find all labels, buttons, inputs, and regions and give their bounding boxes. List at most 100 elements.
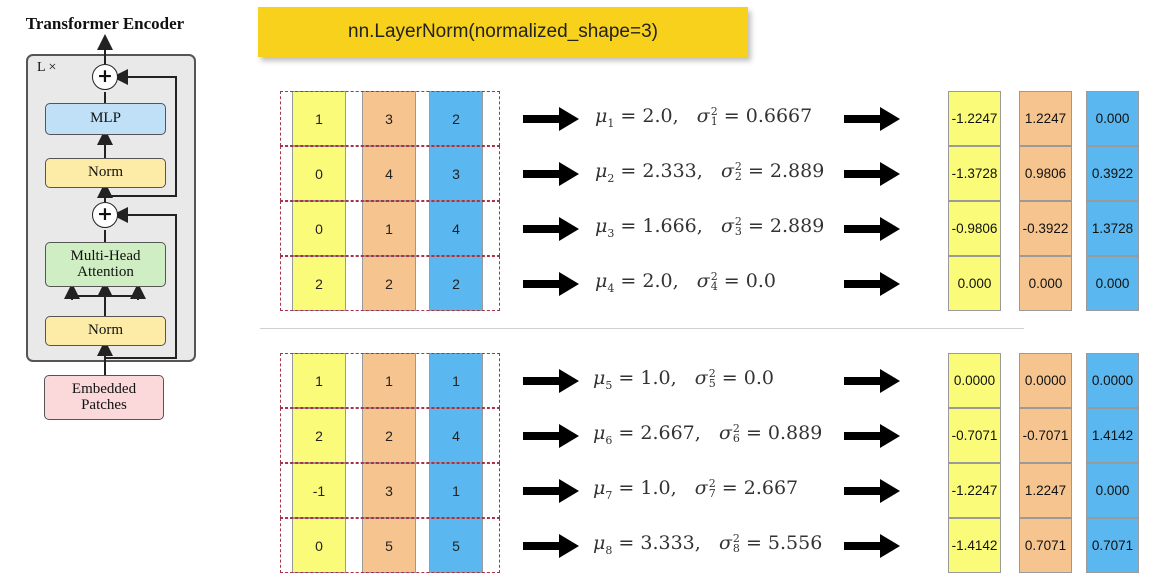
input-cell: 4 bbox=[429, 201, 483, 256]
right-arrow-icon bbox=[842, 423, 902, 454]
input-row-outline bbox=[280, 353, 500, 408]
right-arrow-icon bbox=[521, 106, 581, 137]
mean-value: 1.0 bbox=[640, 367, 671, 389]
output-cell: 0.000 bbox=[1086, 91, 1139, 146]
mean-index: 4 bbox=[607, 281, 615, 295]
mean-index: 8 bbox=[605, 543, 613, 557]
mean-symbol: μ bbox=[595, 105, 608, 127]
encoder-title: Transformer Encoder bbox=[25, 14, 185, 33]
mean-symbol: μ bbox=[595, 160, 608, 182]
encoder-connections bbox=[64, 34, 177, 375]
output-cell: 0.000 bbox=[1086, 256, 1139, 311]
output-cell: -0.9806 bbox=[948, 201, 1001, 256]
input-cell: 1 bbox=[292, 353, 346, 408]
variance-index: 1 bbox=[710, 115, 718, 128]
output-cell: 0.7071 bbox=[1019, 518, 1072, 573]
variance-index: 4 bbox=[710, 280, 718, 293]
variance-index: 8 bbox=[732, 542, 740, 555]
plus-circle-icon: + bbox=[92, 202, 118, 228]
input-cell: 2 bbox=[292, 408, 346, 463]
output-cell: 0.9806 bbox=[1019, 146, 1072, 201]
right-arrow-icon bbox=[521, 478, 581, 509]
input-row-outline bbox=[280, 146, 500, 201]
layernorm-code-banner: nn.LayerNorm(normalized_shape=3) bbox=[258, 7, 748, 57]
output-cell: 0.0000 bbox=[1086, 353, 1139, 408]
norm-block: Norm bbox=[45, 316, 166, 346]
mean-index: 1 bbox=[607, 116, 615, 130]
right-arrow-icon bbox=[521, 533, 581, 564]
mean-index: 3 bbox=[607, 226, 615, 240]
right-arrow-icon bbox=[521, 161, 581, 192]
variance-value: 2.889 bbox=[769, 160, 825, 182]
variance-value: 0.0 bbox=[745, 270, 776, 292]
plus-circle-icon: + bbox=[92, 64, 118, 90]
input-cell: 0 bbox=[292, 201, 346, 256]
mha-label: Multi-Head Attention bbox=[70, 247, 141, 280]
input-row-outline bbox=[280, 201, 500, 256]
variance-value: 0.6667 bbox=[745, 105, 813, 127]
variance-symbol: σ bbox=[696, 270, 710, 292]
output-cell: 1.3728 bbox=[1086, 201, 1139, 256]
embedded-patches-label: Embedded Patches bbox=[71, 380, 137, 413]
mean-symbol: μ bbox=[593, 532, 606, 554]
variance-symbol: σ bbox=[720, 215, 734, 237]
mean-index: 6 bbox=[605, 433, 613, 447]
output-cell: 0.0000 bbox=[948, 353, 1001, 408]
output-cell: -0.3922 bbox=[1019, 201, 1072, 256]
right-arrow-icon bbox=[842, 106, 902, 137]
mean-value: 2.333 bbox=[642, 160, 697, 182]
variance-index: 5 bbox=[708, 377, 716, 390]
output-cell: 0.000 bbox=[1086, 463, 1139, 518]
multi-head-attention-block: Multi-Head Attention bbox=[45, 242, 166, 287]
right-arrow-icon bbox=[842, 368, 902, 399]
input-cell: 4 bbox=[362, 146, 416, 201]
variance-symbol: σ bbox=[718, 532, 732, 554]
variance-symbol: σ bbox=[720, 160, 734, 182]
input-row-outline bbox=[280, 256, 500, 311]
variance-value: 2.667 bbox=[743, 477, 799, 499]
variance-index: 2 bbox=[734, 170, 742, 183]
input-cell: 1 bbox=[429, 463, 483, 518]
right-arrow-icon bbox=[521, 368, 581, 399]
mlp-block: MLP bbox=[45, 103, 166, 135]
mean-symbol: μ bbox=[593, 367, 606, 389]
input-row-outline bbox=[280, 91, 500, 146]
output-cell: -1.4142 bbox=[948, 518, 1001, 573]
mean-symbol: μ bbox=[595, 270, 608, 292]
output-cell: -0.7071 bbox=[948, 408, 1001, 463]
input-cell: 3 bbox=[429, 146, 483, 201]
right-arrow-icon bbox=[842, 216, 902, 247]
output-cell: 0.7071 bbox=[1086, 518, 1139, 573]
variance-value: 5.556 bbox=[767, 532, 823, 554]
norm-block: Norm bbox=[45, 158, 166, 188]
mean-value: 2.0 bbox=[642, 105, 673, 127]
variance-index: 6 bbox=[732, 432, 740, 445]
input-row-outline bbox=[280, 408, 500, 463]
variance-symbol: σ bbox=[696, 105, 710, 127]
input-cell: 1 bbox=[362, 353, 416, 408]
input-row-outline bbox=[280, 518, 500, 573]
repeat-label: L × bbox=[37, 60, 57, 75]
group-divider bbox=[260, 328, 1024, 329]
output-cell: -0.7071 bbox=[1019, 408, 1072, 463]
embedded-patches-block: Embedded Patches bbox=[44, 375, 164, 420]
right-arrow-icon bbox=[521, 423, 581, 454]
mean-value: 1.0 bbox=[640, 477, 671, 499]
mean-index: 5 bbox=[605, 378, 613, 392]
output-cell: 1.4142 bbox=[1086, 408, 1139, 463]
variance-symbol: σ bbox=[694, 477, 708, 499]
mean-symbol: μ bbox=[593, 422, 606, 444]
output-cell: 0.000 bbox=[948, 256, 1001, 311]
output-cell: -1.2247 bbox=[948, 463, 1001, 518]
variance-value: 2.889 bbox=[769, 215, 825, 237]
